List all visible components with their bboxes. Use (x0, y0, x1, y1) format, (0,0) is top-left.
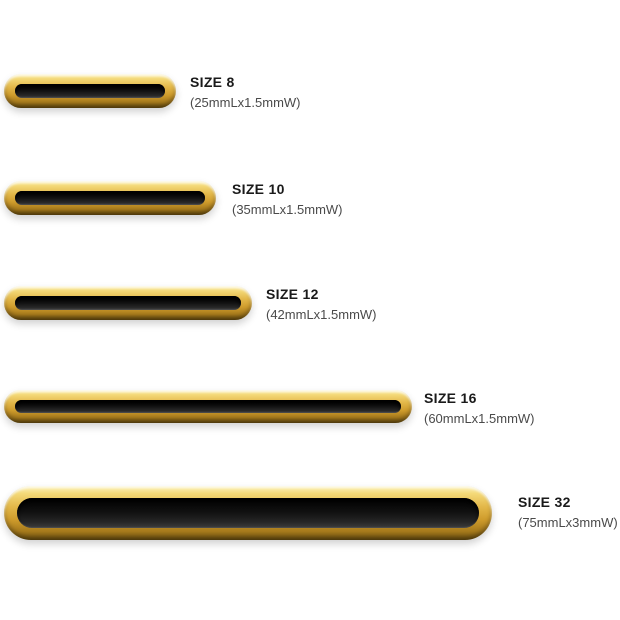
size-label-block: SIZE 10 (35mmLx1.5mmW) (232, 181, 343, 217)
size-dimensions: (75mmLx3mmW) (518, 515, 618, 530)
bar-slot (17, 498, 479, 528)
gold-bar-size-10 (4, 181, 216, 215)
size-name: SIZE 32 (518, 494, 571, 510)
size-dimensions: (42mmLx1.5mmW) (266, 307, 377, 322)
bar-slot (15, 296, 241, 310)
size-label-block: SIZE 16 (60mmLx1.5mmW) (424, 390, 535, 426)
size-name: SIZE 16 (424, 390, 477, 406)
size-name: SIZE 8 (190, 74, 235, 90)
bar-slot (15, 400, 401, 413)
size-dimensions: (60mmLx1.5mmW) (424, 411, 535, 426)
gold-bar-size-16 (4, 390, 412, 423)
size-dimensions: (35mmLx1.5mmW) (232, 202, 343, 217)
size-label-block: SIZE 8 (25mmLx1.5mmW) (190, 74, 301, 110)
gold-bar-size-12 (4, 286, 252, 320)
gold-bar-size-8 (4, 74, 176, 108)
size-name: SIZE 10 (232, 181, 285, 197)
bar-slot (15, 191, 205, 205)
bar-slot (15, 84, 165, 98)
size-label-block: SIZE 32 (75mmLx3mmW) (518, 494, 618, 530)
size-dimensions: (25mmLx1.5mmW) (190, 95, 301, 110)
size-name: SIZE 12 (266, 286, 319, 302)
gold-bar-size-32 (4, 486, 492, 540)
size-label-block: SIZE 12 (42mmLx1.5mmW) (266, 286, 377, 322)
